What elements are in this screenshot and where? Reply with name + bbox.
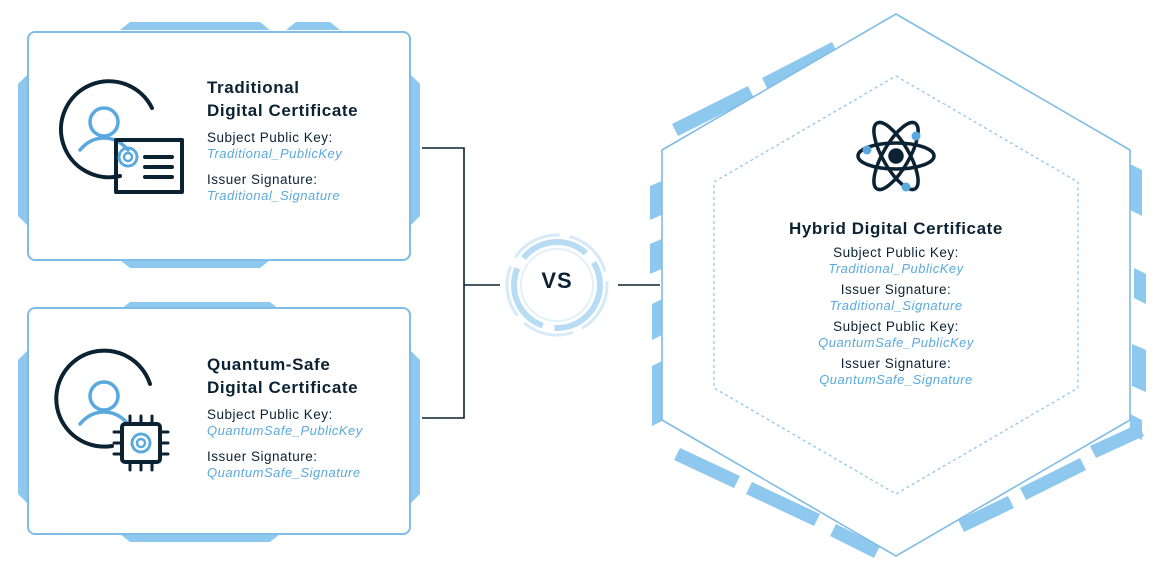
traditional-field-public-key: Subject Public Key: Traditional_PublicKe… [207, 130, 402, 162]
field-label: Issuer Signature: [207, 449, 318, 464]
atom-icon [856, 120, 936, 192]
vs-label: VS [541, 268, 573, 293]
quantum-card-decoration [18, 302, 420, 542]
hybrid-inner-hexagon [713, 75, 1079, 495]
field-value: QuantumSafe_PublicKey [818, 335, 974, 350]
quantum-title-line1: Quantum-Safe [207, 355, 331, 374]
hybrid-field-quantum-public-key: Subject Public Key: QuantumSafe_PublicKe… [746, 319, 1046, 351]
hybrid-field-traditional-public-key: Subject Public Key: Traditional_PublicKe… [746, 245, 1046, 277]
field-label: Issuer Signature: [840, 282, 952, 297]
traditional-field-signature: Issuer Signature: Traditional_Signature [207, 172, 402, 204]
field-value: QuantumSafe_PublicKey [207, 423, 363, 438]
field-value: Traditional_PublicKey [207, 146, 343, 161]
field-label: Subject Public Key: [833, 245, 959, 260]
hybrid-field-traditional-signature: Issuer Signature: Traditional_Signature [746, 282, 1046, 314]
user-chip-icon [54, 348, 170, 472]
field-value: Traditional_PublicKey [828, 261, 964, 276]
field-label: Issuer Signature: [207, 172, 318, 187]
field-value: QuantumSafe_Signature [819, 372, 973, 387]
quantum-field-public-key: Subject Public Key: QuantumSafe_PublicKe… [207, 407, 407, 439]
field-label: Subject Public Key: [207, 407, 333, 422]
traditional-title-line1: Traditional [207, 78, 300, 97]
connector-lines [422, 147, 660, 419]
quantum-field-signature: Issuer Signature: QuantumSafe_Signature [207, 449, 407, 481]
vs-circle [505, 233, 609, 337]
field-label: Subject Public Key: [207, 130, 333, 145]
hybrid-field-quantum-signature: Issuer Signature: QuantumSafe_Signature [746, 356, 1046, 388]
quantum-card-frame [27, 307, 411, 535]
traditional-title-line2: Digital Certificate [207, 101, 359, 120]
field-label: Issuer Signature: [840, 356, 952, 371]
quantum-card-title: Quantum-Safe Digital Certificate [207, 353, 407, 399]
user-certificate-icon [59, 79, 184, 194]
quantum-card: Quantum-Safe Digital Certificate Subject… [207, 353, 407, 481]
field-value: Traditional_Signature [829, 298, 963, 313]
hybrid-hexagon-frame [661, 13, 1131, 557]
field-label: Subject Public Key: [833, 319, 959, 334]
field-value: Traditional_Signature [207, 188, 341, 203]
traditional-card-frame [27, 31, 411, 261]
traditional-card: Traditional Digital Certificate Subject … [207, 76, 402, 204]
field-value: QuantumSafe_Signature [207, 465, 361, 480]
quantum-title-line2: Digital Certificate [207, 378, 359, 397]
hybrid-card-title: Hybrid Digital Certificate [789, 219, 1003, 238]
traditional-card-title: Traditional Digital Certificate [207, 76, 402, 122]
hybrid-card: Hybrid Digital Certificate Subject Publi… [746, 218, 1046, 388]
traditional-card-decoration [18, 22, 420, 268]
